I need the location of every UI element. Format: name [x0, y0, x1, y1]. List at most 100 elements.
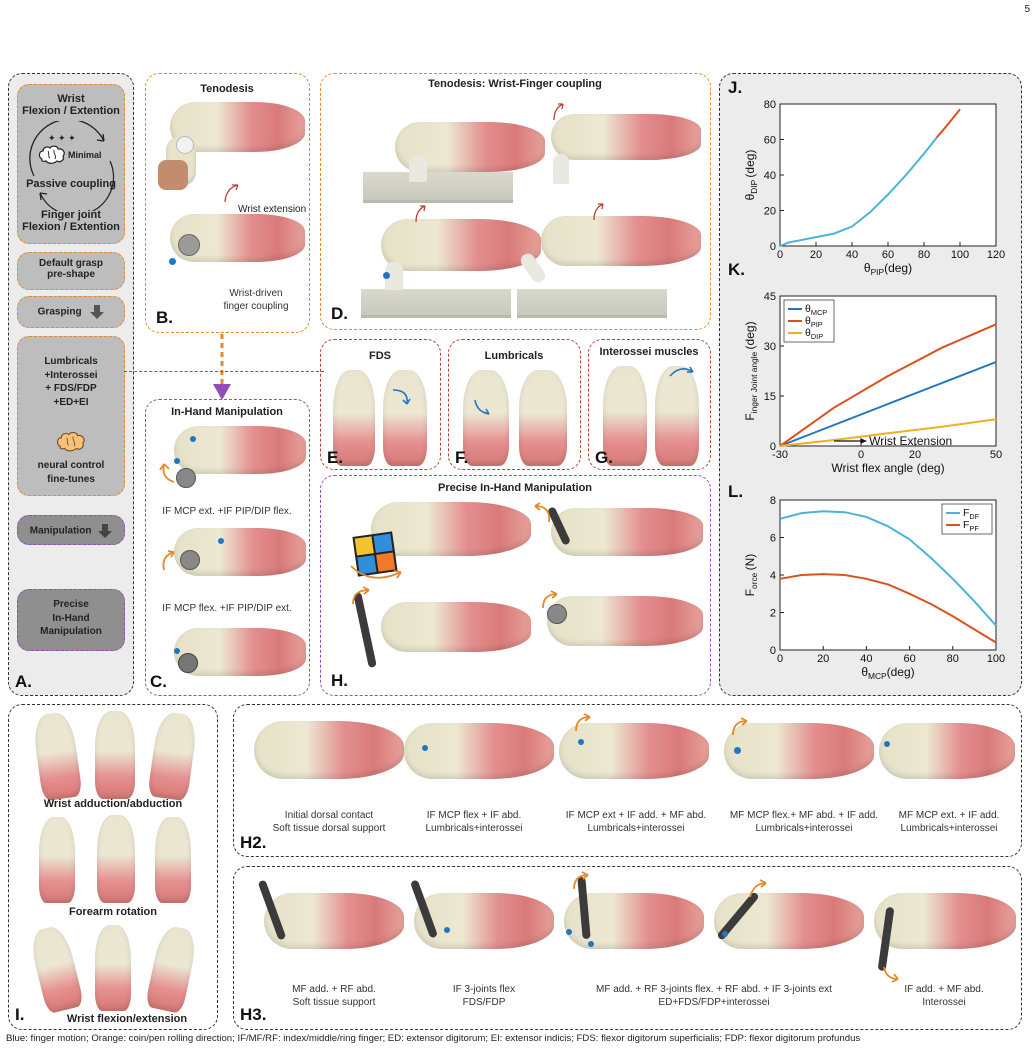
hand-image [383, 370, 427, 466]
hand-image [551, 114, 701, 160]
finger-motion-arrow [392, 389, 411, 405]
finger-motion-arrow [474, 399, 490, 415]
brain-icon [57, 432, 85, 452]
rolling-direction-arrow [352, 586, 370, 605]
panel-h3: MF add. + RF abd. Soft tissue support IF… [233, 866, 1022, 1030]
x-tick-label: 60 [903, 653, 915, 665]
panel-i: Wrist adduction/abduction Forearm rotati… [8, 704, 218, 1030]
finger-motion-dot [190, 436, 196, 442]
panel-l-label: L. [728, 482, 744, 501]
y-axis-label: θDIP (deg) [743, 150, 759, 201]
finger-motion-dot [566, 929, 572, 935]
panel-c: In-Hand Manipulation IF MCP ext. +IF PIP… [145, 399, 310, 696]
legend-entry: θMCP [805, 303, 827, 317]
hand-image [95, 711, 135, 799]
hand-image [541, 216, 701, 266]
x-axis-label: Wrist flex angle (deg) [831, 461, 944, 475]
h2-caption: MF MCP flex.+ MF abd. + IF add. Lumbrica… [729, 810, 879, 834]
h3-caption: IF 3-joints flex FDS/FDP [452, 984, 516, 1008]
legend-entry: θDIP [805, 327, 823, 341]
wrist-extension-label: Wrist extension [238, 204, 307, 215]
hand-image [39, 817, 75, 903]
panel-b-title: Tenodesis [200, 83, 254, 95]
series-line [779, 418, 997, 447]
panel-e: FDS E. [320, 339, 441, 470]
object-image [553, 154, 569, 184]
hand-image [155, 817, 191, 903]
panel-a: Wrist Flexion / Extention ✦ ✦ ✦ Minimal … [8, 73, 134, 696]
panel-d-label: D. [331, 304, 348, 323]
x-axis-label: θMCP(deg) [861, 665, 914, 681]
finger-motion-dot [169, 258, 176, 265]
rolling-direction-arrow [573, 871, 589, 890]
x-tick-label: 0 [858, 449, 864, 461]
h3-caption: IF add. + MF abd. Interossei [904, 984, 984, 1008]
coin-image [176, 136, 194, 154]
series-line [935, 108, 961, 139]
panel-c-caption-2: IF MCP flex. +IF PIP/DIP ext. [162, 603, 292, 614]
finger-motion-dot [218, 538, 224, 544]
hand-image [551, 508, 703, 556]
muscles-label: Lumbricals +Interossei + FDS/FDP +ED+EI [44, 356, 98, 408]
hand-image [874, 893, 1016, 949]
forearm-rotation-caption: Forearm rotation [68, 906, 157, 918]
x-tick-label: 80 [918, 249, 930, 261]
minimal-label: Minimal [68, 150, 102, 160]
y-tick-label: 0 [770, 441, 776, 453]
hand-image [655, 366, 699, 466]
annotation-label: Wrist Extension [869, 434, 952, 448]
y-axis-label-group: θDIP (deg) [743, 150, 759, 201]
y-tick-label: 4 [770, 570, 776, 582]
hand-image [97, 815, 135, 903]
wrist-flexion-caption: Wrist flexion/extension [66, 1013, 188, 1025]
finger-motion-dot [884, 741, 890, 747]
hand-image [879, 723, 1015, 779]
hand-image [603, 366, 647, 466]
muscles-box: Lumbricals +Interossei + FDS/FDP +ED+EI … [17, 336, 125, 496]
hand-image [144, 923, 200, 1015]
x-tick-label: 120 [987, 249, 1005, 261]
h2-caption: IF MCP ext + IF add. + MF abd. Lumbrical… [565, 810, 707, 834]
coin-image [180, 550, 200, 570]
link-line [124, 371, 324, 372]
manipulation-label: Manipulation [29, 525, 92, 537]
y-tick-label: 0 [770, 241, 776, 253]
panel-g: Interossei muscles G. [588, 339, 711, 470]
y-tick-label: 80 [764, 99, 776, 111]
x-tick-label: 20 [817, 653, 829, 665]
x-tick-label: 20 [909, 449, 921, 461]
object-image [518, 250, 548, 286]
panel-g-label: G. [595, 448, 613, 467]
finger-joint-title: Finger joint Flexion / Extention [22, 209, 120, 233]
panel-h2-label: H2. [240, 833, 267, 852]
panel-f-title: Lumbricals [484, 350, 544, 362]
h3-caption: MF add. + RF 3-joints flex. + RF abd. + … [596, 984, 832, 1008]
x-tick-label: 0 [777, 653, 783, 665]
panel-b-label: B. [156, 308, 173, 327]
hand-image [95, 925, 131, 1011]
panel-h3-label: H3. [240, 1005, 267, 1024]
hand-image [724, 723, 874, 779]
y-tick-label: 40 [764, 170, 776, 182]
series-line [779, 573, 997, 644]
rolling-direction-arrow [883, 966, 899, 983]
grasping-pill: Grasping [17, 296, 125, 328]
y-tick-label: 60 [764, 135, 776, 147]
wrist-flexion-title: Wrist Flexion / Extention [22, 93, 120, 117]
precise-pill: Precise In-Hand Manipulation [17, 589, 125, 651]
legend-entry: FDF [963, 507, 980, 521]
coin-image [176, 468, 196, 488]
x-tick-label: -30 [772, 449, 788, 461]
finger-motion-arrow [669, 366, 694, 377]
panel-g-title: Interossei muscles [599, 346, 699, 358]
wrist-adduction-caption: Wrist adduction/abduction [43, 798, 183, 810]
hand-image [27, 923, 85, 1015]
passive-cycle-arrows [29, 121, 115, 211]
panel-f: Lumbricals F. [448, 339, 581, 470]
panel-h: Precise In-Hand Manipulation H. [320, 475, 711, 696]
coin-image [547, 604, 567, 624]
h2-caption: MF MCP ext. + IF add. Lumbricals+interos… [898, 810, 1000, 834]
x-tick-label: 50 [990, 449, 1002, 461]
neural-control-label: neural control fine-tunes [37, 460, 105, 485]
